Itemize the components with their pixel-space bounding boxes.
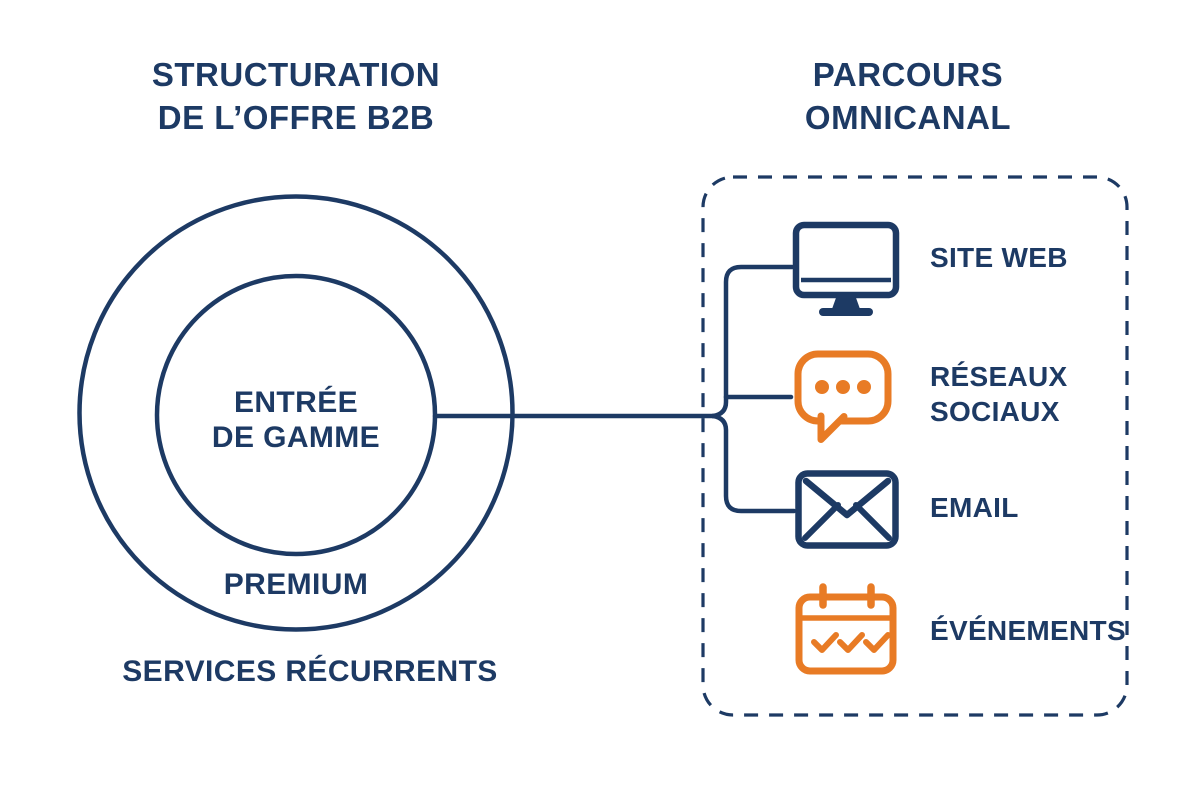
services-caption: SERVICES RÉCURRENTS [122, 655, 498, 688]
envelope-icon [795, 470, 899, 549]
left-title: STRUCTURATION DE L’OFFRE B2B [90, 53, 502, 139]
right-title-line2: OMNICANAL [804, 99, 1012, 136]
monitor-icon [792, 221, 900, 316]
channel-label-site-web: SITE WEB [930, 242, 1068, 273]
channel-label-email: EMAIL [930, 492, 1019, 523]
channels-dashed-border [701, 175, 1129, 717]
calendar-icon [795, 583, 897, 675]
right-title: PARCOURS OMNICANAL [702, 53, 1114, 139]
speech-bubble-icon [794, 350, 892, 443]
left-title-line2: DE L’OFFRE B2B [157, 99, 435, 136]
connector-branch-top [710, 264, 795, 419]
inner-circle-label-line1: ENTRÉE [233, 386, 359, 419]
outer-ring-label: PREMIUM [223, 568, 369, 601]
channel-label-evenements: ÉVÉNEMENTS [930, 615, 1126, 646]
connector-branch-bottom [710, 413, 797, 514]
inner-circle-label: ENTRÉE DE GAMME [186, 385, 406, 455]
left-title-line1: STRUCTURATION [151, 56, 441, 93]
outer-circle-premium [77, 194, 515, 632]
inner-circle-label-line2: DE GAMME [211, 421, 381, 454]
channel-label-reseaux-sociaux: RÉSEAUX SOCIAUX [930, 361, 1068, 427]
right-title-line1: PARCOURS [812, 56, 1004, 93]
